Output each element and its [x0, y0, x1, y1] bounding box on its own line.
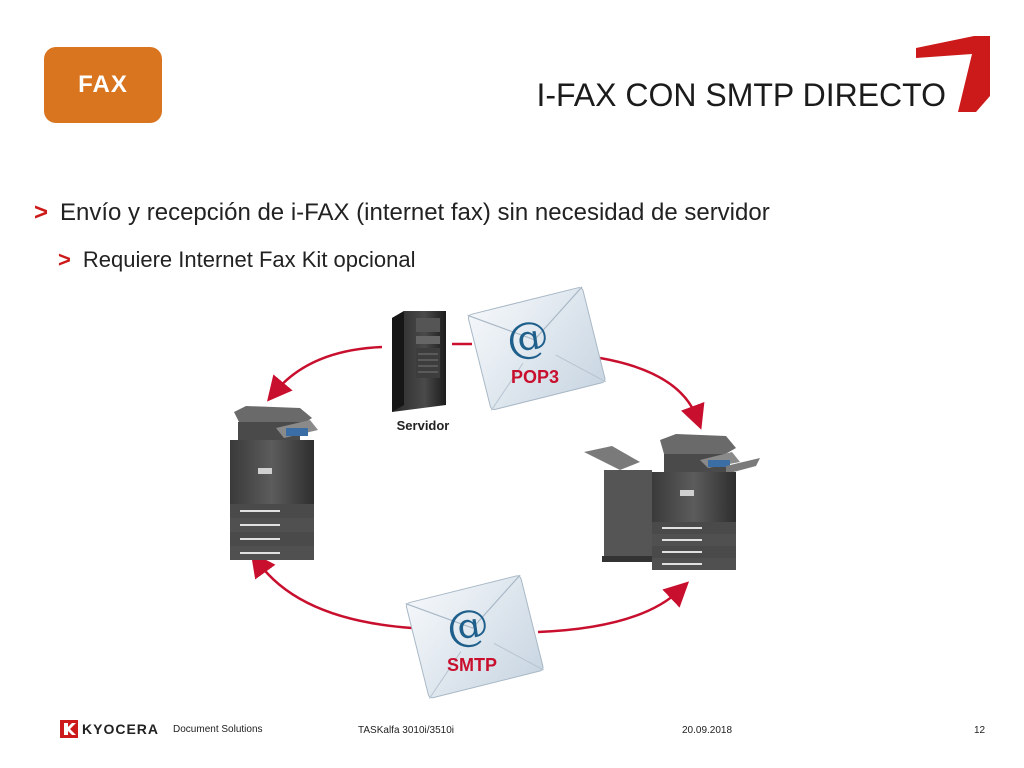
flow-arrow-top-left — [266, 345, 383, 402]
footer-date: 20.09.2018 — [682, 725, 733, 736]
bullet-text: Envío y recepción de i-FAX (internet fax… — [60, 199, 770, 226]
smtp-envelope-icon — [405, 574, 545, 699]
footer-division: Document Solutions — [173, 723, 263, 735]
fax-badge-label: FAX — [78, 71, 128, 98]
smtp-at-icon: @ — [443, 598, 491, 652]
footer-brand: KYOCERA Document Solutions — [60, 720, 263, 738]
left-printer-icon — [230, 406, 318, 560]
flow-arrow-bottom-right — [537, 581, 690, 634]
chevron-right-icon: > — [58, 247, 71, 272]
smtp-label: SMTP — [447, 655, 497, 675]
flow-arrow-bottom-left — [250, 551, 413, 630]
page-title: I-FAX CON SMTP DIRECTO — [536, 77, 946, 113]
corner-logo-icon — [916, 36, 990, 112]
sub-bullet-item: > Requiere Internet Fax Kit opcional — [58, 247, 416, 273]
pop3-at-icon: @ — [503, 310, 551, 364]
footer-brand-name: KYOCERA — [82, 721, 160, 737]
footer-page-number: 12 — [974, 725, 986, 736]
footer-model: TASKalfa 3010i/3510i — [358, 725, 454, 736]
pop3-envelope-icon — [467, 286, 607, 411]
server-icon — [392, 311, 446, 412]
chevron-right-icon: > — [34, 199, 49, 226]
bullet-item: > Envío y recepción de i-FAX (internet f… — [34, 199, 770, 227]
fax-badge: FAX — [44, 47, 162, 123]
right-printer-icon — [584, 434, 760, 570]
kyocera-logo-icon — [60, 720, 78, 738]
bullet-text: Requiere Internet Fax Kit opcional — [82, 247, 416, 272]
flow-arrow-top-right — [599, 356, 705, 430]
pop3-label: POP3 — [511, 367, 559, 387]
server-label: Servidor — [397, 418, 450, 433]
